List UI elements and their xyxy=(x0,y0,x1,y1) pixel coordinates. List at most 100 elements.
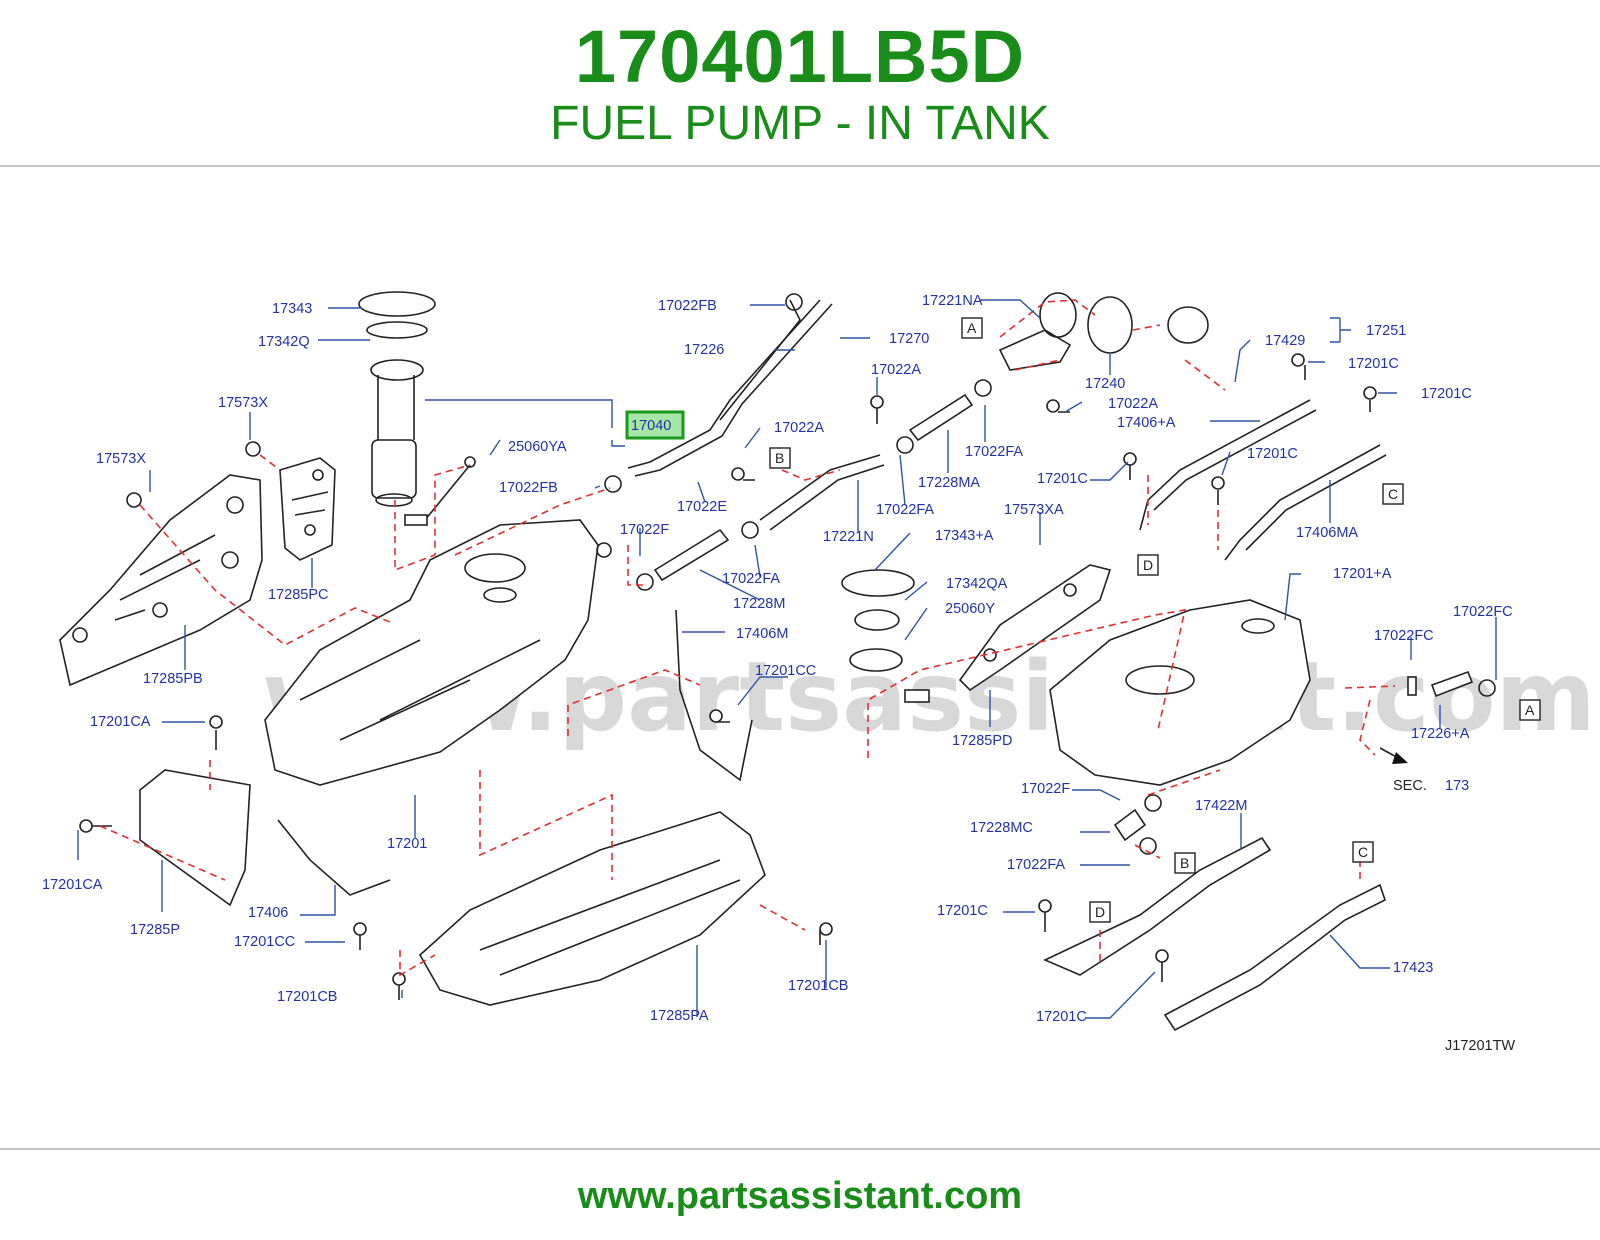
callout-17022e: 17022E xyxy=(677,499,727,515)
callout-17573x-2: 17573X xyxy=(96,451,146,467)
connector-d-2: D xyxy=(1095,904,1105,920)
clamp-icons xyxy=(596,293,1496,855)
filler-cap-17251 xyxy=(1167,306,1209,344)
tank-strap-17406+a xyxy=(1139,399,1317,531)
callout-17022f-2: 17022F xyxy=(1021,781,1070,797)
section-ref-prefix: SEC. xyxy=(1393,778,1427,794)
callout-17201c-6: 17201C xyxy=(1036,1009,1087,1025)
crossmember-17422m xyxy=(1043,836,1272,976)
heat-shield-17285pd xyxy=(958,564,1112,692)
filler-tube-17221n xyxy=(759,454,885,531)
callout-17201: 17201 xyxy=(387,836,427,852)
highlighted-part-label[interactable]: 17040 xyxy=(631,418,671,434)
callout-17022a: 17022A xyxy=(774,420,824,436)
callout-17201cc-2: 17201CC xyxy=(234,934,295,950)
callout-17228mc: 17228MC xyxy=(970,820,1033,836)
header-divider xyxy=(0,165,1600,167)
callout-17022fa-2: 17022FA xyxy=(876,502,934,518)
clip-17573x xyxy=(245,441,261,457)
callout-17406: 17406 xyxy=(248,905,288,921)
connector-c-2: C xyxy=(1358,844,1368,860)
connector-c: C xyxy=(1388,486,1398,502)
clip-17573x-2 xyxy=(126,492,142,508)
pump-module-17343+a xyxy=(841,569,930,703)
connector-a-2: A xyxy=(1525,702,1535,718)
callout-17022fb-2: 17022FB xyxy=(658,298,717,314)
callout-17226: 17226 xyxy=(684,342,724,358)
callout-17342q: 17342Q xyxy=(258,334,310,350)
callout-17201ca: 17201CA xyxy=(90,714,151,730)
connector-b: B xyxy=(775,450,784,466)
callout-17285pa: 17285PA xyxy=(650,1008,709,1024)
filler-pipe-17226 xyxy=(627,299,833,477)
tank-strap-17406 xyxy=(277,819,391,896)
callout-17022fa-4: 17022FA xyxy=(1007,857,1065,873)
callout-17022fa-3: 17022FA xyxy=(965,444,1023,460)
callout-17228m: 17228M xyxy=(733,596,785,612)
part-number-heading: 170401LB5D xyxy=(574,15,1026,98)
section-ref-number[interactable]: 173 xyxy=(1445,778,1469,794)
callout-17406+a: 17406+A xyxy=(1117,415,1176,431)
callout-17285pd: 17285PD xyxy=(952,733,1012,749)
page-subtitle: FUEL PUMP - IN TANK xyxy=(550,97,1050,150)
leader-lines xyxy=(77,299,1497,1019)
callout-17406m: 17406M xyxy=(736,626,788,642)
callout-17429: 17429 xyxy=(1265,333,1305,349)
callout-17201c-3: 17201C xyxy=(1247,446,1298,462)
callout-17343+a: 17343+A xyxy=(935,528,994,544)
tank-strap-17406ma xyxy=(1224,444,1387,561)
callout-17201cb-2: 17201CB xyxy=(788,978,848,994)
callout-25060y: 25060Y xyxy=(945,601,995,617)
tank-strap-17406m xyxy=(675,609,753,782)
callout-17221n: 17221N xyxy=(823,529,874,545)
callout-17022a-3: 17022A xyxy=(1108,396,1158,412)
parts-diagram: www.partsassistant.com xyxy=(42,291,1596,1054)
seal-17240 xyxy=(1087,296,1133,354)
callout-17423: 17423 xyxy=(1393,960,1433,976)
callout-17285p: 17285P xyxy=(130,922,180,938)
drawing-code: J17201TW xyxy=(1445,1038,1515,1054)
hose-17228m xyxy=(653,528,730,582)
callout-17240: 17240 xyxy=(1085,376,1125,392)
callout-17228ma: 17228MA xyxy=(918,475,980,491)
callout-17573xa: 17573XA xyxy=(1004,502,1064,518)
connector-b-2: B xyxy=(1180,855,1189,871)
callout-17201c-4: 17201C xyxy=(1037,471,1088,487)
guard-17285p xyxy=(139,769,251,907)
section-arrow-head xyxy=(1392,752,1408,764)
callout-17226+a: 17226+A xyxy=(1411,726,1470,742)
callout-17285pb: 17285PB xyxy=(143,671,203,687)
connector-a: A xyxy=(967,320,977,336)
callout-17221na: 17221NA xyxy=(922,293,983,309)
callout-17201cb: 17201CB xyxy=(277,989,337,1005)
callout-17022fb: 17022FB xyxy=(499,480,558,496)
filler-neck-17221na xyxy=(998,292,1077,371)
callout-25060ya: 25060YA xyxy=(508,439,567,455)
callout-17285pc: 17285PC xyxy=(268,587,328,603)
callout-17573x: 17573X xyxy=(218,395,268,411)
heat-shield-17285pb xyxy=(59,474,263,687)
callout-17022f: 17022F xyxy=(620,522,669,538)
callout-17201cc: 17201CC xyxy=(755,663,816,679)
callout-17022fc: 17022FC xyxy=(1374,628,1434,644)
fuel-tank-17201 xyxy=(264,519,599,786)
callout-labels: 17343 17342Q 17573X 17573X 25060YA 17285… xyxy=(42,293,1513,1025)
callout-17201c-2: 17201C xyxy=(1421,386,1472,402)
callout-17406ma: 17406MA xyxy=(1296,525,1358,541)
callout-17022fa: 17022FA xyxy=(722,571,780,587)
callout-17343: 17343 xyxy=(272,301,312,317)
callout-17342qa: 17342QA xyxy=(946,576,1008,592)
highlighted-part-17040[interactable]: 17040 xyxy=(625,410,685,440)
callout-17022a-2: 17022A xyxy=(871,362,921,378)
hose-17228ma xyxy=(908,393,974,442)
callout-17201ca-2: 17201CA xyxy=(42,877,103,893)
crossmember-17423 xyxy=(1163,883,1386,1032)
connector-markers: A A B B C C D D xyxy=(769,317,1541,923)
heat-shield-17285pc xyxy=(279,457,336,561)
fuel-pump-assembly xyxy=(358,291,436,507)
assembly-dash-lines xyxy=(99,299,1396,977)
callout-17251: 17251 xyxy=(1366,323,1406,339)
connector-d: D xyxy=(1143,557,1153,573)
bolt-icons xyxy=(79,353,1377,1000)
footer-url[interactable]: www.partsassistant.com xyxy=(577,1175,1023,1217)
